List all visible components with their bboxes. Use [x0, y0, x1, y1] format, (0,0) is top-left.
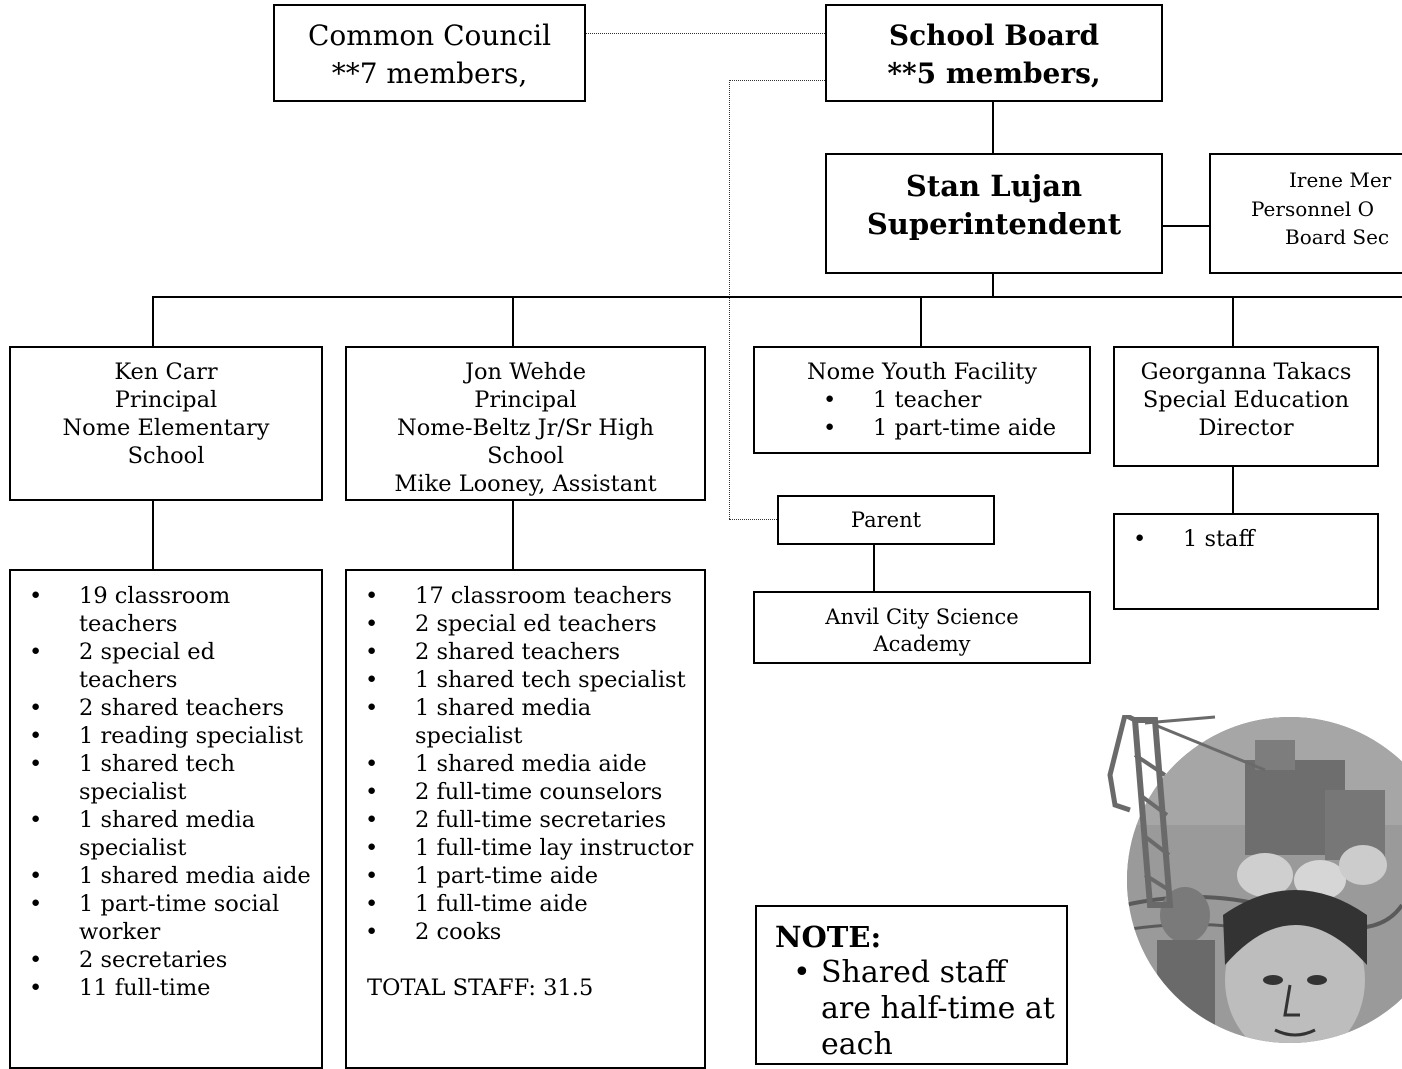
high-school-staff-list: 17 classroom teachers 2 special ed teach…: [347, 582, 704, 946]
school-board-box: School Board **5 members,: [825, 4, 1163, 102]
district-seal-icon: [1095, 711, 1402, 1048]
list-item: 1 shared media aide: [347, 750, 696, 778]
anvil-academy-name-cont: Academy: [873, 632, 971, 656]
special-ed-staff-list: 1 staff: [1115, 525, 1377, 553]
list-item: 2 secretaries: [11, 946, 311, 974]
list-item: 1 shared media specialist: [11, 806, 311, 862]
elementary-staff-connector: [152, 500, 154, 570]
list-item: 2 shared teachers: [11, 694, 311, 722]
common-council-label: Common Council: [307, 19, 552, 52]
high-school-staff-connector: [512, 500, 514, 570]
high-school-principal-box: Jon Wehde Principal Nome-Beltz Jr/Sr Hig…: [345, 346, 706, 501]
youth-facility-box: Nome Youth Facility 1 teacher 1 part-tim…: [753, 346, 1091, 454]
common-council-members: **7 members,: [331, 57, 528, 90]
list-item: 2 special ed teachers: [347, 610, 696, 638]
list-item: 2 full-time counselors: [347, 778, 696, 806]
drop-youth-facility: [920, 296, 922, 346]
common-council-box: Common Council **7 members,: [273, 4, 586, 102]
high-school-principal-name: Jon Wehde: [464, 359, 587, 385]
board-parent-link-vertical: [729, 80, 730, 519]
personnel-title: Personnel O: [1251, 197, 1375, 221]
list-item: 19 classroom teachers: [11, 582, 311, 638]
list-item: 1 shared tech specialist: [11, 750, 311, 806]
superintendent-box: Stan Lujan Superintendent: [825, 153, 1163, 274]
high-school-name: Nome-Beltz Jr/Sr High: [397, 415, 654, 441]
board-parent-link-top: [729, 80, 825, 81]
council-board-link: [586, 33, 825, 34]
list-item: 1 reading specialist: [11, 722, 311, 750]
list-item: Shared staff are half-time at each: [775, 955, 1056, 1063]
special-ed-director-role: Director: [1198, 415, 1294, 441]
special-ed-director-box: Georganna Takacs Special Education Direc…: [1113, 346, 1379, 467]
list-item: 11 full-time: [11, 974, 311, 1002]
drop-elementary: [152, 296, 154, 346]
super-personnel-connector: [1162, 225, 1210, 227]
parent-box: Parent: [777, 495, 995, 545]
drop-high-school: [512, 296, 514, 346]
list-item: 1 shared media specialist: [347, 694, 696, 750]
personnel-board-secretary: Board Sec: [1285, 225, 1390, 249]
list-item: 1 shared media aide: [11, 862, 311, 890]
note-list: Shared staff are half-time at each: [775, 955, 1056, 1063]
list-item: 1 full-time aide: [347, 890, 696, 918]
list-item: 2 cooks: [347, 918, 696, 946]
elementary-principal-name: Ken Carr: [114, 359, 218, 385]
personnel-name: Irene Mer: [1289, 168, 1392, 192]
list-item: 2 shared teachers: [347, 638, 696, 666]
drop-special-ed: [1232, 296, 1234, 346]
special-ed-staff-connector: [1232, 466, 1234, 514]
elementary-school-name-cont: School: [127, 443, 205, 469]
super-bus-connector: [992, 273, 994, 297]
special-ed-director-title: Special Education: [1142, 387, 1350, 413]
assistant-principal: Mike Looney, Assistant: [394, 471, 657, 497]
youth-facility-title: Nome Youth Facility: [806, 359, 1038, 385]
list-item: 1 part-time social worker: [11, 890, 311, 946]
superintendent-name: Stan Lujan: [905, 169, 1083, 203]
high-school-name-cont: School: [487, 443, 564, 469]
high-school-principal-title: Principal: [474, 387, 577, 413]
parent-label: Parent: [850, 508, 922, 532]
high-school-staff-box: 17 classroom teachers 2 special ed teach…: [345, 569, 706, 1069]
list-item: 17 classroom teachers: [347, 582, 696, 610]
note-box: NOTE: Shared staff are half-time at each: [755, 905, 1068, 1065]
board-parent-link-bottom: [729, 519, 777, 520]
high-school-total-staff: TOTAL STAFF: 31.5: [367, 975, 594, 1001]
list-item: 1 full-time lay instructor: [347, 834, 696, 862]
list-item: 1 staff: [1115, 525, 1377, 553]
anvil-academy-name: Anvil City Science: [825, 605, 1019, 629]
anvil-academy-box: Anvil City Science Academy: [753, 591, 1091, 664]
school-board-members: **5 members,: [887, 57, 1101, 90]
school-board-label: School Board: [888, 19, 1100, 52]
board-super-connector: [992, 101, 994, 153]
list-item: 2 full-time secretaries: [347, 806, 696, 834]
list-item: 2 special ed teachers: [11, 638, 311, 694]
elementary-principal-title: Principal: [114, 387, 218, 413]
youth-facility-staff-list: 1 teacher 1 part-time aide: [805, 386, 1089, 442]
list-item: 1 teacher: [805, 386, 1089, 414]
list-item: 1 shared tech specialist: [347, 666, 696, 694]
parent-anvil-connector: [873, 544, 875, 592]
org-bus-line: [152, 296, 1402, 298]
elementary-staff-list: 19 classroom teachers 2 special ed teach…: [11, 582, 321, 1002]
elementary-school-name: Nome Elementary: [62, 415, 270, 441]
elementary-staff-box: 19 classroom teachers 2 special ed teach…: [9, 569, 323, 1069]
superintendent-title: Superintendent: [866, 207, 1122, 241]
special-ed-director-name: Georganna Takacs: [1140, 359, 1352, 385]
note-title: NOTE:: [775, 920, 882, 954]
list-item: 1 part-time aide: [805, 414, 1089, 442]
personnel-officer-box: Irene Mer Personnel O Board Sec: [1209, 153, 1402, 274]
list-item: 1 part-time aide: [347, 862, 696, 890]
elementary-principal-box: Ken Carr Principal Nome Elementary Schoo…: [9, 346, 323, 501]
special-ed-staff-box: 1 staff: [1113, 513, 1379, 610]
